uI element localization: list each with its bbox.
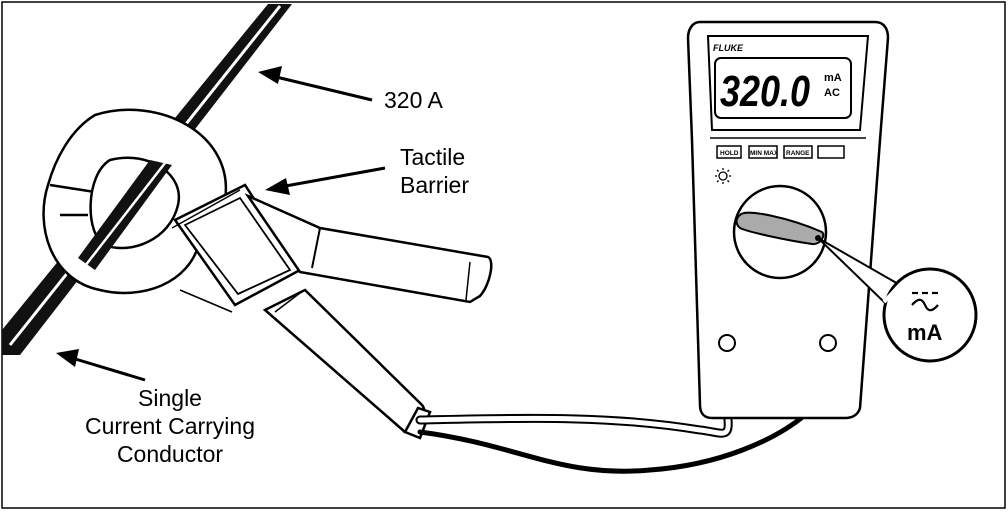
- arrow-tactile-barrier: [265, 166, 386, 195]
- acdc-symbol-icon: [911, 291, 939, 312]
- label-barrier: Barrier: [400, 172, 469, 198]
- button-row: HOLD MIN MAX RANGE: [716, 145, 845, 159]
- svg-text:HOLD: HOLD: [720, 150, 739, 157]
- clamp-handle: [171, 183, 493, 440]
- arrow-conductor: [56, 349, 146, 382]
- lcd-reading: 320.0: [720, 67, 810, 116]
- lcd-mode: AC: [824, 87, 840, 99]
- brand-logo: FLUKE: [713, 43, 744, 53]
- label-single: Single: [138, 385, 202, 411]
- callout-unit: mA: [907, 320, 943, 345]
- label-current: 320 A: [384, 87, 443, 113]
- label-conductor: Conductor: [117, 441, 223, 467]
- lcd-screen: [714, 57, 852, 119]
- arrow-current: [258, 66, 373, 102]
- current-clamp: [42, 108, 228, 295]
- jack-com[interactable]: [819, 334, 837, 352]
- blank-button[interactable]: [817, 145, 845, 159]
- label-current-carrying: Current Carrying: [85, 413, 255, 439]
- minmax-button[interactable]: MIN MAX: [748, 145, 779, 159]
- svg-text:MIN MAX: MIN MAX: [750, 150, 779, 157]
- lcd-unit: mA: [824, 72, 842, 84]
- label-tactile: Tactile: [400, 144, 465, 170]
- jack-a[interactable]: [718, 334, 736, 352]
- rotary-dial-icon[interactable]: [732, 184, 828, 280]
- range-button[interactable]: RANGE: [783, 145, 813, 159]
- hold-button[interactable]: HOLD: [716, 145, 742, 159]
- dial-callout: mA: [817, 237, 978, 363]
- svg-text:RANGE: RANGE: [786, 150, 810, 157]
- digital-multimeter: FLUKE 320.0 mA AC HOLD MIN MAX RANGE: [686, 20, 890, 420]
- backlight-icon[interactable]: [715, 168, 731, 184]
- input-jacks: [718, 334, 837, 352]
